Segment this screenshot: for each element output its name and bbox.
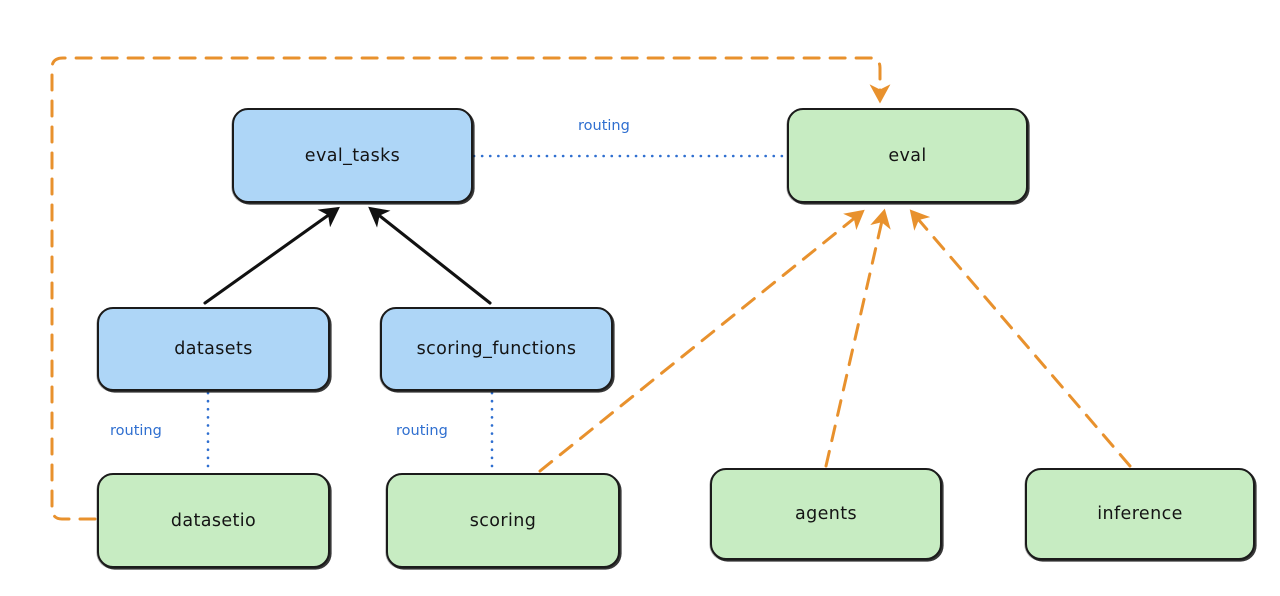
node-label-datasetio: datasetio xyxy=(170,510,257,531)
node-datasetio[interactable]: datasetio xyxy=(97,473,330,568)
edge-agents-eval xyxy=(824,208,891,468)
edge-inference-eval xyxy=(909,209,1132,468)
node-label-scoring: scoring xyxy=(469,510,537,531)
node-label-eval: eval xyxy=(888,145,927,166)
node-agents[interactable]: agents xyxy=(710,468,942,560)
node-eval[interactable]: eval xyxy=(787,108,1028,203)
composition-edges xyxy=(203,206,492,305)
node-scoring[interactable]: scoring xyxy=(386,473,620,568)
provider-edges xyxy=(50,56,1132,521)
node-label-datasets: datasets xyxy=(174,339,253,359)
node-datasets[interactable]: datasets xyxy=(97,307,330,391)
edge-datasetio-eval xyxy=(50,56,891,521)
edge-datasets-eval_tasks xyxy=(203,206,340,305)
node-inference[interactable]: inference xyxy=(1025,468,1255,560)
node-label-inference: inference xyxy=(1097,504,1183,524)
node-label-eval-tasks: eval_tasks xyxy=(304,145,401,166)
node-label-agents: agents xyxy=(794,504,858,524)
edge-scoring_functions-eval_tasks xyxy=(368,206,492,305)
node-scoring-functions[interactable]: scoring_functions xyxy=(380,307,613,391)
node-label-scoring-functions: scoring_functions xyxy=(416,339,577,359)
node-eval-tasks[interactable]: eval_tasks xyxy=(232,108,473,203)
routing-edges xyxy=(206,154,787,473)
edge-scoring-eval xyxy=(538,209,865,473)
